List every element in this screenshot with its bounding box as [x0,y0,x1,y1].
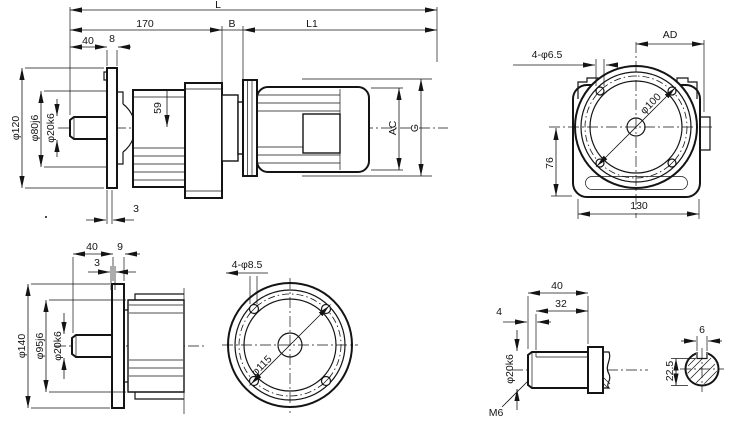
flange-side-view: 40 9 3 φ140 φ95j6 φ20k6 [16,241,205,414]
shaft-body [527,351,589,389]
mounting-flange [111,283,125,409]
dim-shaft-length-label: 40 [86,241,98,253]
dim-base-width-label: 130 [630,200,648,212]
terminal-box [302,113,341,154]
dim-flange-diameter-label: φ120 [10,116,22,140]
bolt-circle-dim-line [596,87,676,167]
dim-flange-width-label: 8 [109,33,115,45]
side-view-dimensions: L 170 B L1 40 8 59 φ120 φ80j6 φ20k6 AC G… [10,0,438,224]
dim-flat-to-bottom-label: 22.5 [664,361,676,382]
flange-face-view: 4-φ8.5 φ115 [222,259,358,413]
shaft-detail-dimensions: 40 32 4 φ20k6 M6 6 22.5 [489,280,722,419]
side-view: L 170 B L1 40 8 59 φ120 φ80j6 φ20k6 AC G… [10,0,448,224]
motor-fins [258,94,340,164]
dim-flange-diameter-label: φ140 [16,334,28,358]
dim-pilot-depth-label: 3 [133,203,139,215]
dim-shaft-length-label: 40 [82,35,94,47]
dim-width-ad-label: AD [663,29,678,41]
output-shaft [71,334,114,358]
dim-key-width-label: 6 [699,324,705,336]
mounting-flange [106,67,118,189]
gear-housing-rear [184,82,223,199]
dim-shaft-height-label: 59 [152,102,164,114]
adapter-neck [221,94,239,162]
dim-bolt-holes-label: 4-φ6.5 [532,49,563,61]
dim-shaft-length-label: 40 [551,280,563,292]
dim-key-length-label: 32 [555,298,567,310]
front-view: 4-φ6.5 AD φ100 76 130 [513,29,714,219]
side-view-geometry [45,67,448,218]
dim-motor-diameter-label: AC [387,120,399,135]
output-shaft [69,116,111,140]
dim-shaft-diameter-label: φ20k6 [52,331,64,361]
dim-overall-length-label: L [215,0,221,11]
housing-partial [127,299,185,393]
tap-leader-line [501,379,530,408]
dim-spigot-diameter-label: φ95j6 [34,333,46,360]
dim-shaft-diameter-label: φ20k6 [45,113,57,143]
dim-end-offset-label: 4 [496,306,502,318]
dim-center-to-base-label: 76 [544,157,556,169]
dim-flange-offset-label: 9 [117,241,123,253]
shaft-shoulder [587,346,604,394]
corner-tab-right [676,77,698,99]
dim-spigot-diameter-label: φ80j6 [29,115,41,142]
front-view-geometry [549,42,714,218]
dim-motor-length-label: L1 [306,18,318,30]
flange-side-view-geometry [55,283,205,414]
shaft-detail-geometry [512,346,724,394]
stray-dot [45,216,47,218]
dim-overall-height-label: G [409,124,421,132]
dim-section-b-label: B [228,18,235,30]
shaft-detail-view: 40 32 4 φ20k6 M6 6 22.5 [489,280,724,419]
bolt-circle-dim-line [250,305,330,385]
dim-shaft-diameter-label: φ20k6 [504,354,516,384]
motor-collar [242,79,258,177]
base-slot [585,176,688,190]
flange-side-view-dimensions: 40 9 3 φ140 φ95j6 φ20k6 [16,241,140,409]
dim-bolt-holes-label: 4-φ8.5 [232,259,263,271]
dim-pilot-depth-label: 3 [94,257,100,269]
dim-tapped-hole-label: M6 [489,407,504,419]
break-line [603,351,611,389]
side-tab [700,116,711,151]
dim-gearbox-length-label: 170 [136,18,154,30]
